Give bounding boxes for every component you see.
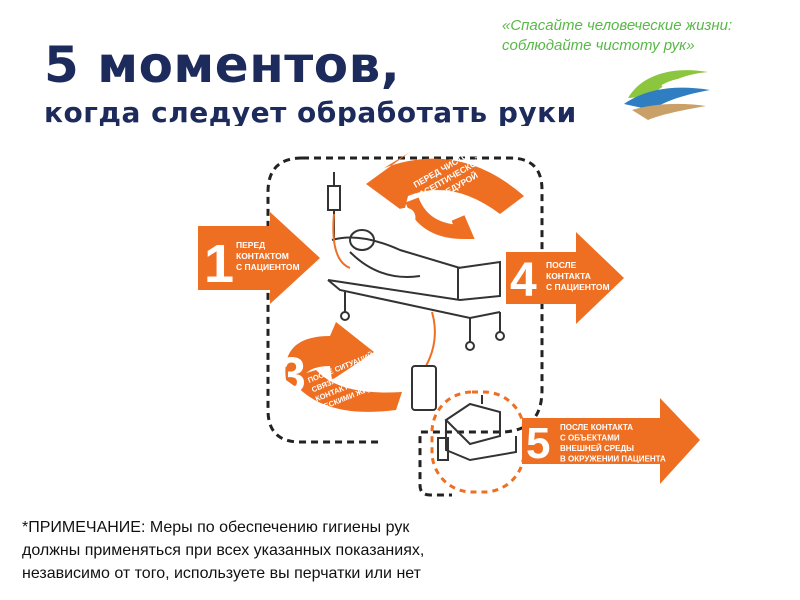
moment-3-number: 3 (278, 347, 306, 403)
hands-logo-icon (624, 70, 710, 120)
slogan: «Спасайте человеческие жизни: соблюдайте… (502, 16, 732, 56)
footnote-line-3: независимо от того, используете вы перча… (22, 565, 421, 582)
moment-1-line: ПЕРЕД (236, 240, 265, 250)
slogan-line-2: соблюдайте чистоту рук» (502, 37, 695, 54)
hospital-bed-icon (327, 172, 505, 351)
fluid-bag-icon (411, 365, 437, 411)
moment-5-line: ПОСЛЕ КОНТАКТА (560, 423, 633, 432)
moment-5-number: 5 (526, 419, 550, 468)
moment-4-line: С ПАЦИЕНТОМ (546, 282, 610, 292)
page-title: 5 моментов, (44, 36, 401, 94)
moment-1-number: 1 (204, 234, 234, 294)
moment-4-arrow: 4 ПОСЛЕ КОНТАКТА С ПАЦИЕНТОМ (506, 232, 624, 324)
moment-2-arrow: 2 ПЕРЕД ЧИСТОЙ/ АСЕПТИЧЕСКОЙ ПРОЦЕДУРОЙ (366, 145, 524, 256)
moment-1-line: КОНТАКТОМ (236, 251, 289, 261)
page-subtitle: когда следует обработать руки (44, 96, 577, 126)
patient-surroundings-icon (437, 395, 517, 462)
moment-4-line: ПОСЛЕ (546, 260, 577, 270)
footnote-line-1: *ПРИМЕЧАНИЕ: Меры по обеспечению гигиены… (22, 519, 410, 536)
moment-1-arrow: 1 ПЕРЕД КОНТАКТОМ С ПАЦИЕНТОМ (198, 212, 320, 304)
svg-text:ПЕРЕД КОНТАКТОМ С: ПЕРЕД КОНТАКТОМ С ПАЦИЕНТОМ (236, 240, 300, 272)
moment-5-arrow: 5 ПОСЛЕ КОНТАКТА С ОБЪЕКТАМИ ВНЕШНЕЙ СРЕ… (522, 398, 700, 484)
slogan-line-1: «Спасайте человеческие жизни: (502, 17, 733, 34)
footnote: *ПРИМЕЧАНИЕ: Меры по обеспечению гигиены… (22, 516, 424, 585)
moment-1-line: С ПАЦИЕНТОМ (236, 262, 300, 272)
care-zone-border (430, 390, 526, 494)
moment-5-line: С ОБЪЕКТАМИ (560, 434, 620, 443)
footnote-line-2: должны применяться при всех указанных по… (22, 542, 425, 559)
moment-4-line: КОНТАКТА (546, 271, 591, 281)
moment-5-line: В ОКРУЖЕНИИ ПАЦИЕНТА (560, 455, 666, 464)
svg-text:ПОСЛЕ КОНТАКТА С П: ПОСЛЕ КОНТАКТА С ПАЦИЕНТОМ (546, 260, 610, 292)
moment-4-number: 4 (510, 254, 537, 307)
svg-text:ПОСЛЕ КОНТАКТА С ОБЪЕКТА: ПОСЛЕ КОНТАКТА С ОБЪЕКТАМИ ВНЕШНЕЙ СРЕДЫ… (560, 423, 666, 464)
moment-3-arrow: 3 ПОСЛЕ СИТУАЦИЙ, СВЯЗАННОЙ С РИСКОМ КОН… (278, 322, 408, 413)
moment-5-line: ВНЕШНЕЙ СРЕДЫ (560, 444, 634, 453)
